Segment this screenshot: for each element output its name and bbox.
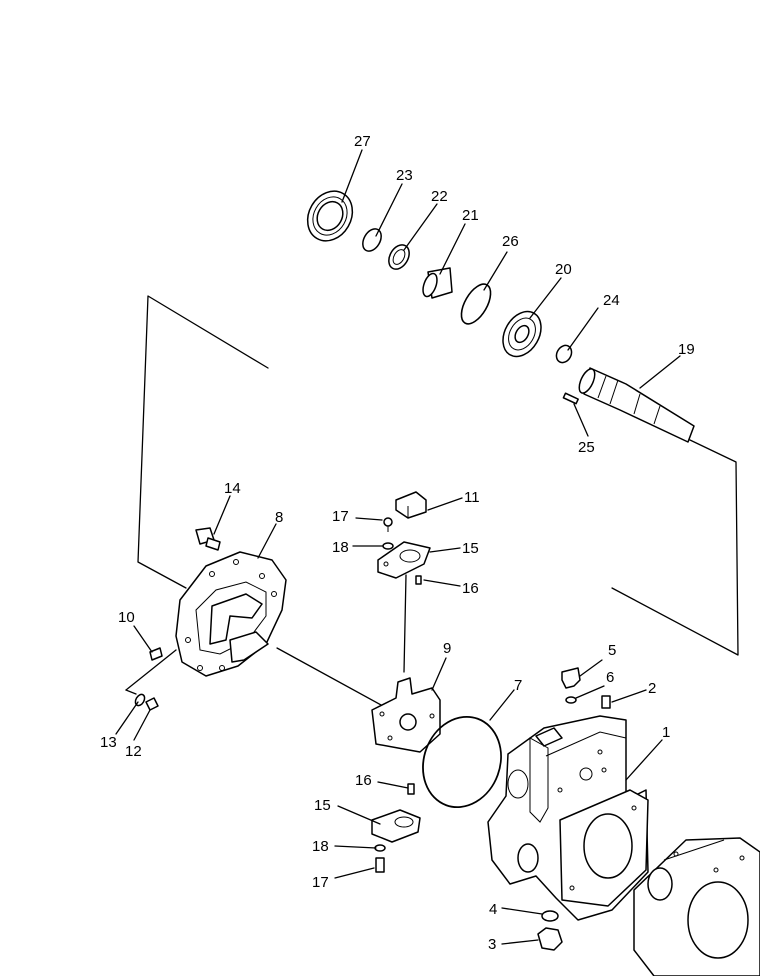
key-part-25 <box>562 392 579 405</box>
label-12: 12 <box>125 743 142 760</box>
label-17-upper: 17 <box>332 508 349 525</box>
label-26: 26 <box>502 233 519 250</box>
label-15-lower: 15 <box>314 797 331 814</box>
assembly-guide-lines <box>125 295 739 707</box>
label-25: 25 <box>578 439 595 456</box>
end-cover-part-8 <box>175 551 287 677</box>
label-3: 3 <box>488 936 496 953</box>
label-19: 19 <box>678 341 695 358</box>
label-2: 2 <box>648 680 656 697</box>
pin-part-16-lower <box>407 783 415 795</box>
label-17-lower: 17 <box>312 874 329 891</box>
part-number-labels: 27 23 22 21 26 20 24 19 25 14 8 11 17 18… <box>100 133 695 953</box>
leader-lines <box>115 149 681 945</box>
label-6: 6 <box>606 669 614 686</box>
bearing-part-20 <box>502 310 542 358</box>
pin-part-10 <box>149 647 163 661</box>
o-ring-part-7 <box>422 715 502 809</box>
bushing-part-21 <box>422 267 453 299</box>
label-16-lower: 16 <box>355 772 372 789</box>
label-15-upper: 15 <box>462 540 479 557</box>
plug-part-5 <box>561 667 581 689</box>
label-11: 11 <box>464 489 480 506</box>
shaft-part-19 <box>578 367 695 443</box>
label-18-upper: 18 <box>332 539 349 556</box>
screw-part-17-lower <box>375 857 385 873</box>
ring-part-22 <box>388 244 410 270</box>
label-8: 8 <box>275 509 283 526</box>
screw-part-17-upper <box>383 517 393 532</box>
label-23: 23 <box>396 167 413 184</box>
snap-ring-part-23 <box>362 228 382 252</box>
label-16-upper: 16 <box>462 580 479 597</box>
label-9: 9 <box>443 640 451 657</box>
label-27: 27 <box>354 133 371 150</box>
label-14: 14 <box>224 480 241 497</box>
seal-part-27 <box>306 190 354 242</box>
label-10: 10 <box>118 609 135 626</box>
valve-block-part-9 <box>371 677 441 753</box>
pump-housing-partial-view <box>633 837 760 976</box>
snap-ring-part-26 <box>460 283 492 325</box>
label-21: 21 <box>462 207 479 224</box>
label-4: 4 <box>489 901 497 918</box>
pin-part-16-upper <box>415 575 422 585</box>
o-ring-part-4 <box>541 910 559 922</box>
washer-part-18-upper <box>382 542 394 550</box>
label-18-lower: 18 <box>312 838 329 855</box>
label-24: 24 <box>603 292 620 309</box>
label-20: 20 <box>555 261 572 278</box>
o-ring-part-6 <box>565 696 577 704</box>
plug-part-2 <box>601 695 611 709</box>
label-1: 1 <box>662 724 670 741</box>
label-7: 7 <box>514 677 522 694</box>
plate-part-15-lower <box>371 809 421 843</box>
plate-part-15-upper <box>377 541 431 579</box>
pump-housing-part-1 <box>487 715 649 921</box>
label-5: 5 <box>608 642 616 659</box>
cap-part-11 <box>395 491 427 519</box>
label-13: 13 <box>100 734 117 751</box>
label-22: 22 <box>431 188 448 205</box>
bolt-part-14 <box>195 527 221 551</box>
plug-part-3 <box>537 927 563 951</box>
plug-part-12 <box>145 697 159 711</box>
